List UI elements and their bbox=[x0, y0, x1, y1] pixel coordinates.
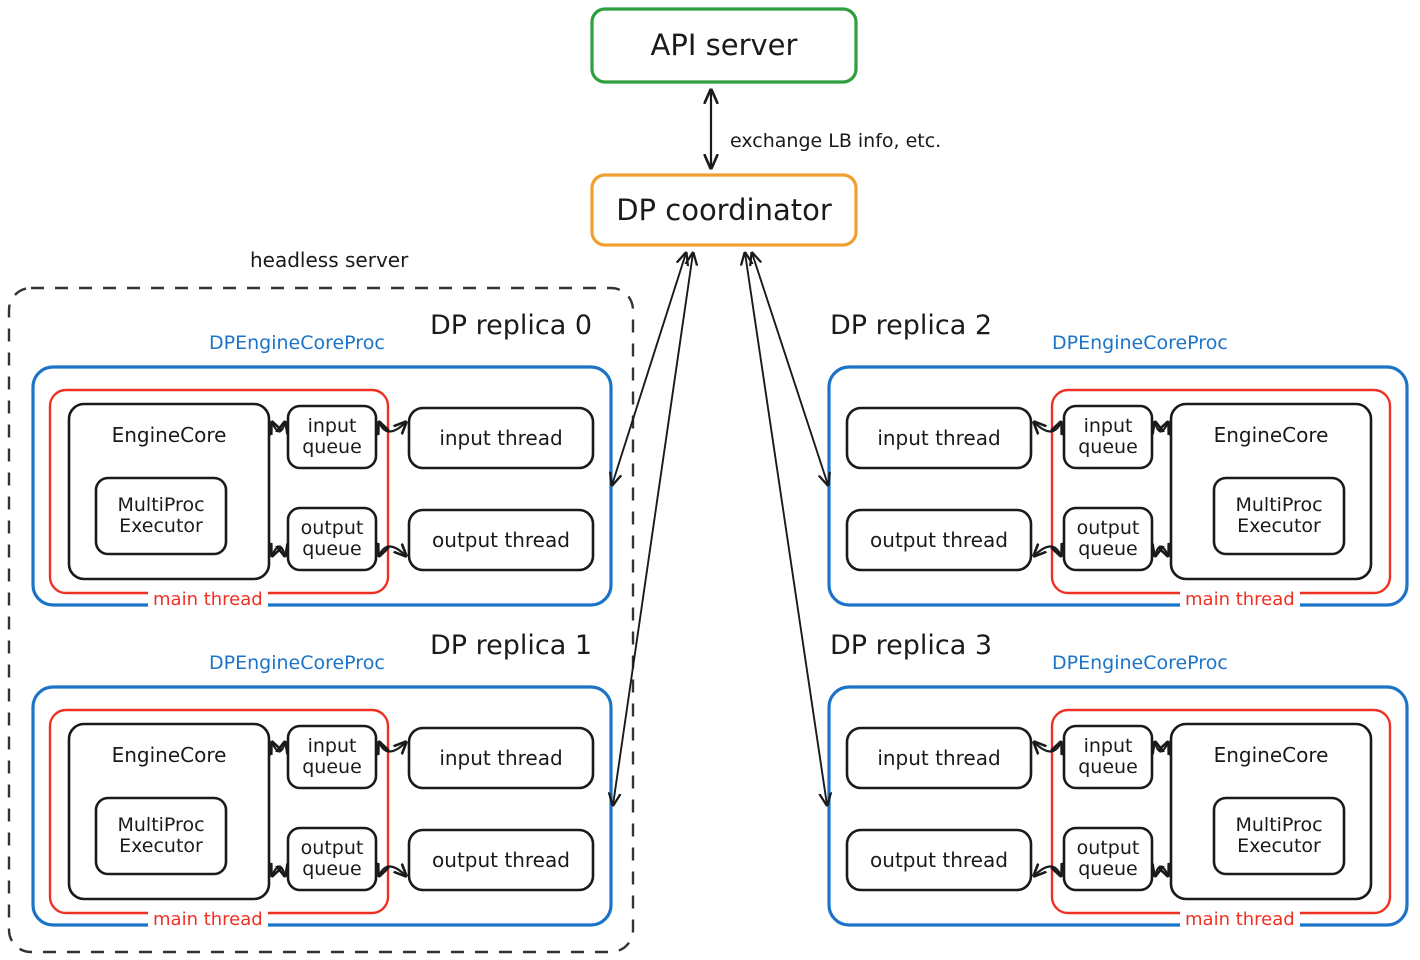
replica-3-input-queue-label: input queue bbox=[1078, 734, 1138, 778]
replica-2-edge-outputqueue-core bbox=[1155, 547, 1168, 557]
replica-2-input-queue-box[interactable] bbox=[1062, 404, 1154, 470]
replica-3-output-thread-box[interactable] bbox=[845, 828, 1033, 892]
replica-3-multiproc-executor-box[interactable] bbox=[1212, 796, 1346, 876]
headless-server-label: headless server bbox=[250, 248, 409, 272]
replica-1-input-thread-label: input thread bbox=[439, 745, 563, 770]
replica-2-title: DP replica 2 bbox=[830, 310, 993, 341]
replica-3-input-thread-box[interactable] bbox=[845, 726, 1033, 790]
replica-0-edge-core-outputqueue bbox=[272, 547, 285, 557]
edge-coordinator-replica-0 bbox=[612, 253, 686, 485]
replica-1-edge-core-outputqueue bbox=[272, 867, 285, 877]
replica-0-multiproc-executor-label: MultiProc Executor bbox=[117, 493, 205, 537]
replica-0-main-thread-label: main thread bbox=[148, 589, 268, 610]
replica-2-output-thread-box[interactable] bbox=[845, 508, 1033, 572]
dp-coordinator-box[interactable] bbox=[590, 173, 858, 247]
replica-3-edge-inputqueue-core bbox=[1155, 742, 1168, 752]
replica-1-input-thread-box[interactable] bbox=[407, 726, 595, 790]
replica-2-edge-outputthread-outputqueue bbox=[1034, 547, 1061, 557]
replica-2-input-queue-label: input queue bbox=[1078, 414, 1138, 458]
exchange-info-label: exchange LB info, etc. bbox=[730, 130, 942, 152]
replica-3-engine-core-label: EngineCore bbox=[1213, 742, 1329, 767]
replica-2-edge-inputthread-inputqueue bbox=[1034, 422, 1061, 432]
replica-1-main-thread-label: main thread bbox=[148, 909, 268, 930]
replica-1-process-label: DPEngineCoreProc bbox=[209, 652, 385, 674]
replica-1-title: DP replica 1 bbox=[430, 630, 593, 661]
replica-2-engine-core-label: EngineCore bbox=[1213, 422, 1329, 447]
coordinator-replica-edges bbox=[612, 253, 828, 805]
replica-2-edge-inputqueue-core bbox=[1155, 422, 1168, 432]
replica-1-edge-inputqueue-inputthread bbox=[379, 742, 406, 752]
replica-1-group bbox=[31, 685, 613, 927]
replica-3-main-thread-label: main thread bbox=[1180, 909, 1300, 930]
replica-0-input-queue-box[interactable] bbox=[286, 404, 378, 470]
replica-3-output-thread-label: output thread bbox=[870, 847, 1008, 872]
replica-0-input-thread-box[interactable] bbox=[407, 406, 595, 470]
edge-coordinator-replica-3 bbox=[745, 253, 827, 805]
replica-1-multiproc-executor-box[interactable] bbox=[94, 796, 228, 876]
replica-1-input-queue-label: input queue bbox=[302, 734, 362, 778]
replica-0-edge-core-inputqueue bbox=[272, 422, 285, 432]
replica-1-output-queue-label: output queue bbox=[300, 836, 364, 880]
replica-0-output-queue-box[interactable] bbox=[286, 506, 378, 572]
replica-2-input-thread-box[interactable] bbox=[845, 406, 1033, 470]
replica-1-multiproc-executor-label: MultiProc Executor bbox=[117, 813, 205, 857]
edge-coordinator-replica-1 bbox=[613, 253, 693, 805]
replica-2-output-queue-label: output queue bbox=[1076, 516, 1140, 560]
replica-0-multiproc-executor-box[interactable] bbox=[94, 476, 228, 556]
replica-3-multiproc-executor-label: MultiProc Executor bbox=[1235, 813, 1323, 857]
replica-0-output-thread-label: output thread bbox=[432, 527, 570, 552]
replica-1-output-thread-label: output thread bbox=[432, 847, 570, 872]
dp-coordinator-label: DP coordinator bbox=[616, 192, 832, 227]
replica-0-edge-inputqueue-inputthread bbox=[379, 422, 406, 432]
replica-3-process-label: DPEngineCoreProc bbox=[1052, 652, 1228, 674]
replica-3-edge-outputqueue-core bbox=[1155, 867, 1168, 877]
replica-0-title: DP replica 0 bbox=[430, 310, 593, 341]
replica-2-multiproc-executor-label: MultiProc Executor bbox=[1235, 493, 1323, 537]
replica-2-process-label: DPEngineCoreProc bbox=[1052, 332, 1228, 354]
replica-2-output-thread-label: output thread bbox=[870, 527, 1008, 552]
replica-0-engine-core-label: EngineCore bbox=[111, 422, 227, 447]
replica-0-process-label: DPEngineCoreProc bbox=[209, 332, 385, 354]
replica-1-output-thread-box[interactable] bbox=[407, 828, 595, 892]
replica-0-output-queue-label: output queue bbox=[300, 516, 364, 560]
replica-3-output-queue-box[interactable] bbox=[1062, 826, 1154, 892]
replica-0-output-thread-box[interactable] bbox=[407, 508, 595, 572]
replica-1-edge-core-inputqueue bbox=[272, 742, 285, 752]
edge-coordinator-replica-2 bbox=[752, 253, 828, 485]
replica-1-engine-core-label: EngineCore bbox=[111, 742, 227, 767]
replica-0-input-queue-label: input queue bbox=[302, 414, 362, 458]
replica-3-edge-inputthread-inputqueue bbox=[1034, 742, 1061, 752]
replica-2-output-queue-box[interactable] bbox=[1062, 506, 1154, 572]
api-server-label: API server bbox=[650, 28, 798, 63]
replica-1-output-queue-box[interactable] bbox=[286, 826, 378, 892]
replica-0-group bbox=[31, 365, 613, 607]
replica-2-main-thread-label: main thread bbox=[1180, 589, 1300, 610]
replica-3-edge-outputthread-outputqueue bbox=[1034, 867, 1061, 877]
replica-3-group bbox=[827, 685, 1409, 927]
replica-3-output-queue-label: output queue bbox=[1076, 836, 1140, 880]
replica-0-input-thread-label: input thread bbox=[439, 425, 563, 450]
replica-1-edge-outputqueue-outputthread bbox=[379, 867, 406, 877]
replica-3-input-thread-label: input thread bbox=[877, 745, 1001, 770]
replica-2-group bbox=[827, 365, 1409, 607]
replica-2-multiproc-executor-box[interactable] bbox=[1212, 476, 1346, 556]
replica-0-edge-outputqueue-outputthread bbox=[379, 547, 406, 557]
replica-1-input-queue-box[interactable] bbox=[286, 724, 378, 790]
replica-2-input-thread-label: input thread bbox=[877, 425, 1001, 450]
replica-3-title: DP replica 3 bbox=[830, 630, 993, 661]
api-server-box[interactable] bbox=[590, 7, 858, 84]
replica-3-input-queue-box[interactable] bbox=[1062, 724, 1154, 790]
